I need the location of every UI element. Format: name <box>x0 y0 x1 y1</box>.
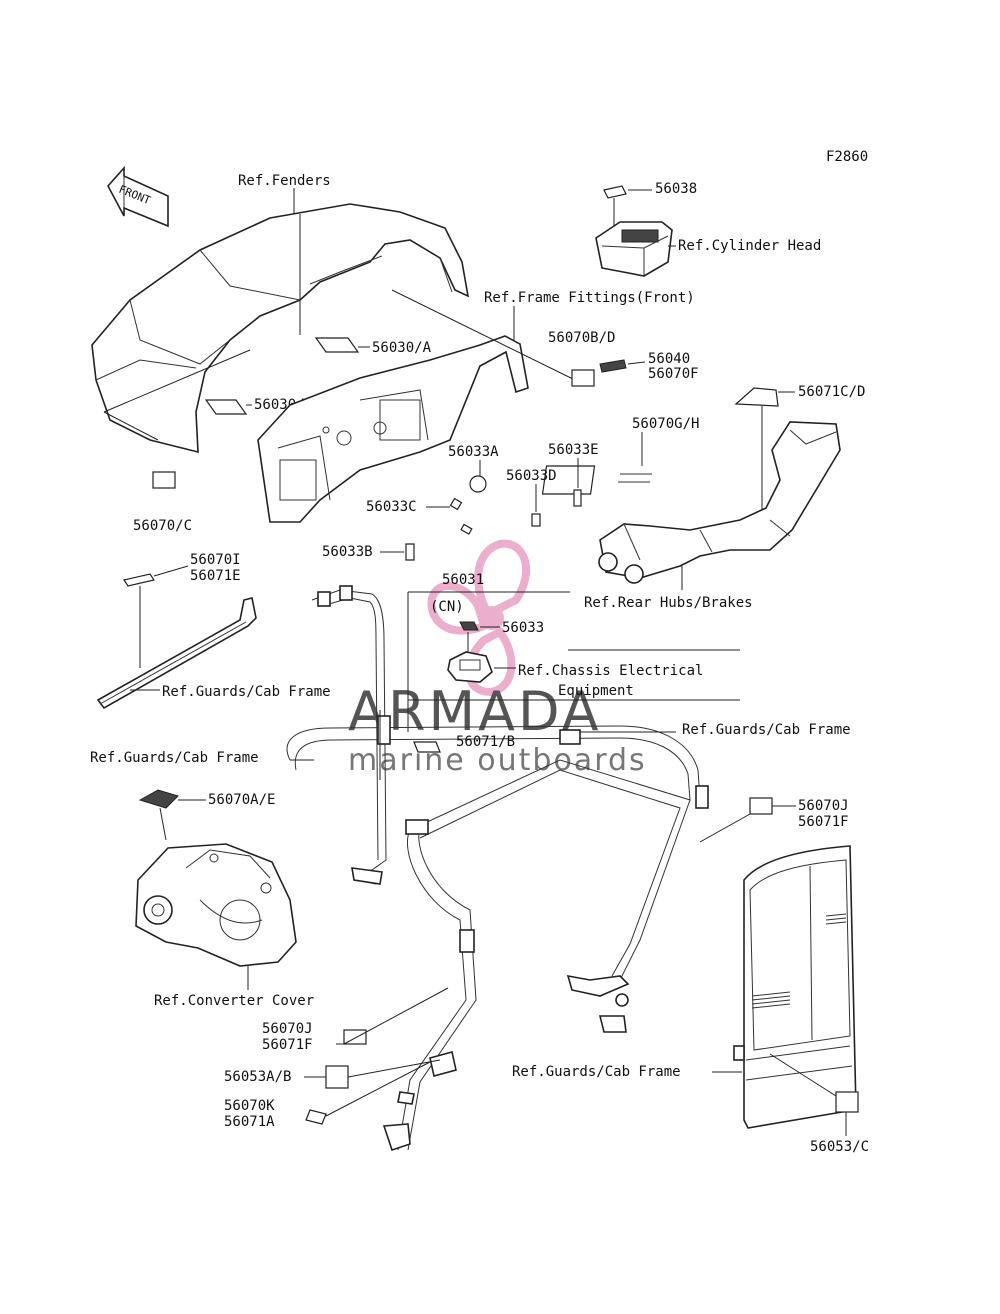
label-56053c: 56053/C <box>810 1139 869 1155</box>
label-ref-converter: Ref.Converter Cover <box>154 993 314 1009</box>
decal-56033a <box>469 475 487 493</box>
decal-56071cd <box>734 387 779 407</box>
label-56070i: 56070I <box>190 552 241 568</box>
label-ref-chassis-1: Ref.Chassis Electrical <box>518 663 703 679</box>
label-56071f-lower: 56071F <box>262 1037 313 1053</box>
cab-door-part <box>733 845 857 1129</box>
converter-cover-part <box>135 843 297 967</box>
decal-56053ab <box>325 1065 349 1089</box>
label-ref-frame-fittings: Ref.Frame Fittings(Front) <box>484 290 695 306</box>
side-bar-part <box>96 597 257 710</box>
label-ref-guards-3: Ref.Guards/Cab Frame <box>90 750 259 766</box>
figure-code: F2860 <box>826 149 868 165</box>
decal-56040 <box>599 359 627 373</box>
label-56038: 56038 <box>655 181 697 197</box>
label-56033a: 56033A <box>448 444 499 460</box>
decal-56033 <box>459 621 479 631</box>
decal-56033-small <box>460 523 473 535</box>
decal-56030a-upper <box>314 337 360 353</box>
decal-56071b <box>413 741 441 753</box>
roll-cage-part <box>286 585 709 1152</box>
cylinder-head-part <box>595 221 673 277</box>
decal-56070bd <box>571 369 595 387</box>
label-ref-guards-1: Ref.Guards/Cab Frame <box>162 684 331 700</box>
frame-fittings-front-part <box>257 335 529 523</box>
label-56070ae: 56070A/E <box>208 792 275 808</box>
fender-part <box>91 203 470 454</box>
label-56071e: 56071E <box>190 568 241 584</box>
label-56033: 56033 <box>502 620 544 636</box>
label-ref-rear-hubs: Ref.Rear Hubs/Brakes <box>584 595 753 611</box>
decal-56070ae <box>138 789 179 809</box>
label-56030a-upper: 56030/A <box>372 340 432 356</box>
decal-56033b <box>405 543 415 561</box>
decal-56033e <box>573 489 582 507</box>
decal-56053c <box>835 1091 859 1113</box>
label-56070k: 56070K <box>224 1098 275 1114</box>
decal-56033c <box>449 497 463 511</box>
label-56070c: 56070/C <box>133 518 192 534</box>
decal-56070k <box>305 1109 327 1125</box>
label-ref-chassis-2: Equipment <box>558 683 634 699</box>
decal-56070i <box>123 573 155 587</box>
decal-56070c <box>152 471 176 489</box>
label-56071f-upper: 56071F <box>798 814 849 830</box>
label-56070gh: 56070G/H <box>632 416 699 432</box>
label-ref-guards-2: Ref.Guards/Cab Frame <box>682 722 851 738</box>
decal-56070gh <box>541 465 596 495</box>
decal-56070j-upper <box>749 797 773 815</box>
label-cn: (CN) <box>430 599 464 615</box>
label-56033e: 56033E <box>548 442 599 458</box>
label-56070j-lower: 56070J <box>262 1021 313 1037</box>
label-56071b: 56071/B <box>456 734 515 750</box>
decal-56033d <box>531 513 541 527</box>
label-56033d: 56033D <box>506 468 557 484</box>
label-56033b: 56033B <box>322 544 373 560</box>
watermark: ARMADA marine outboards <box>348 539 647 778</box>
label-56053ab: 56053A/B <box>224 1069 291 1085</box>
front-arrow-icon: FRONT <box>107 165 169 228</box>
label-ref-guards-4: Ref.Guards/Cab Frame <box>512 1064 681 1080</box>
label-56070j-upper: 56070J <box>798 798 849 814</box>
label-ref-cylinder-head: Ref.Cylinder Head <box>678 238 821 254</box>
decal-56038 <box>603 185 627 199</box>
label-56071a: 56071A <box>224 1114 275 1130</box>
decal-56030a-lower <box>204 399 248 415</box>
label-56070f: 56070F <box>648 366 699 382</box>
label-56040: 56040 <box>648 351 690 367</box>
label-ref-fenders: Ref.Fenders <box>238 173 331 189</box>
label-56071cd: 56071C/D <box>798 384 865 400</box>
label-56031: 56031 <box>442 572 484 588</box>
watermark-subtitle: marine outboards <box>348 743 647 778</box>
rear-axle-part <box>598 421 841 584</box>
label-56070bd: 56070B/D <box>548 330 615 346</box>
label-56033c: 56033C <box>366 499 417 515</box>
chassis-electrical-part <box>447 651 493 683</box>
